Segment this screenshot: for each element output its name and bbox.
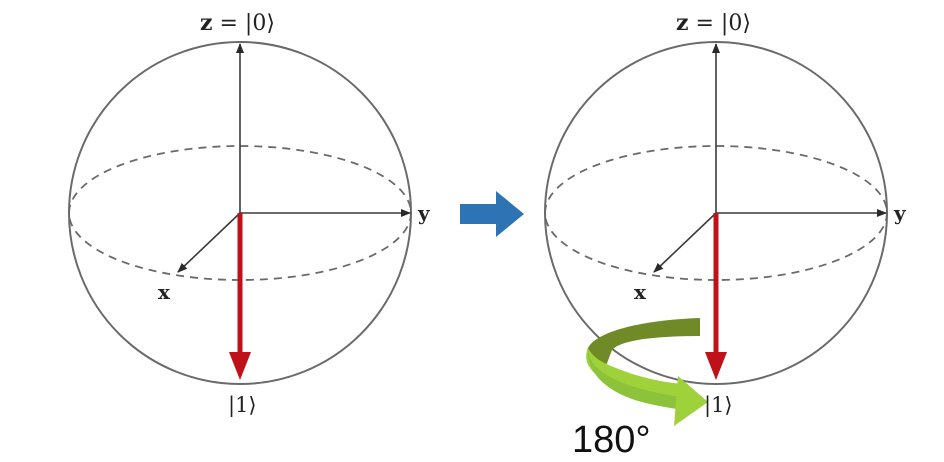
z-axis-label: z = |0⟩ [200,10,275,36]
x-axis-label: x [158,280,171,304]
equator-dashed [544,145,888,281]
right-bloch-sphere: z = |0⟩ y x |1⟩ 180° [544,10,907,461]
equator-dashed [68,145,412,281]
rotation-arrow [586,318,708,426]
x-axis [177,212,241,273]
z-axis-label: z = |0⟩ [676,10,751,36]
y-axis-label: y [893,201,907,225]
left-bloch-sphere: z = |0⟩ y x |1⟩ [68,10,431,418]
x-axis-label: x [634,280,647,304]
y-axis-label: y [417,201,431,225]
state-vector-arrow [705,213,727,380]
rotation-angle-label: 180° [572,419,651,461]
x-axis [653,212,717,273]
transition-arrow [460,191,524,237]
ket-one-label: |1⟩ [704,393,733,418]
ket-one-label: |1⟩ [228,393,257,418]
state-vector-arrow [229,213,251,380]
